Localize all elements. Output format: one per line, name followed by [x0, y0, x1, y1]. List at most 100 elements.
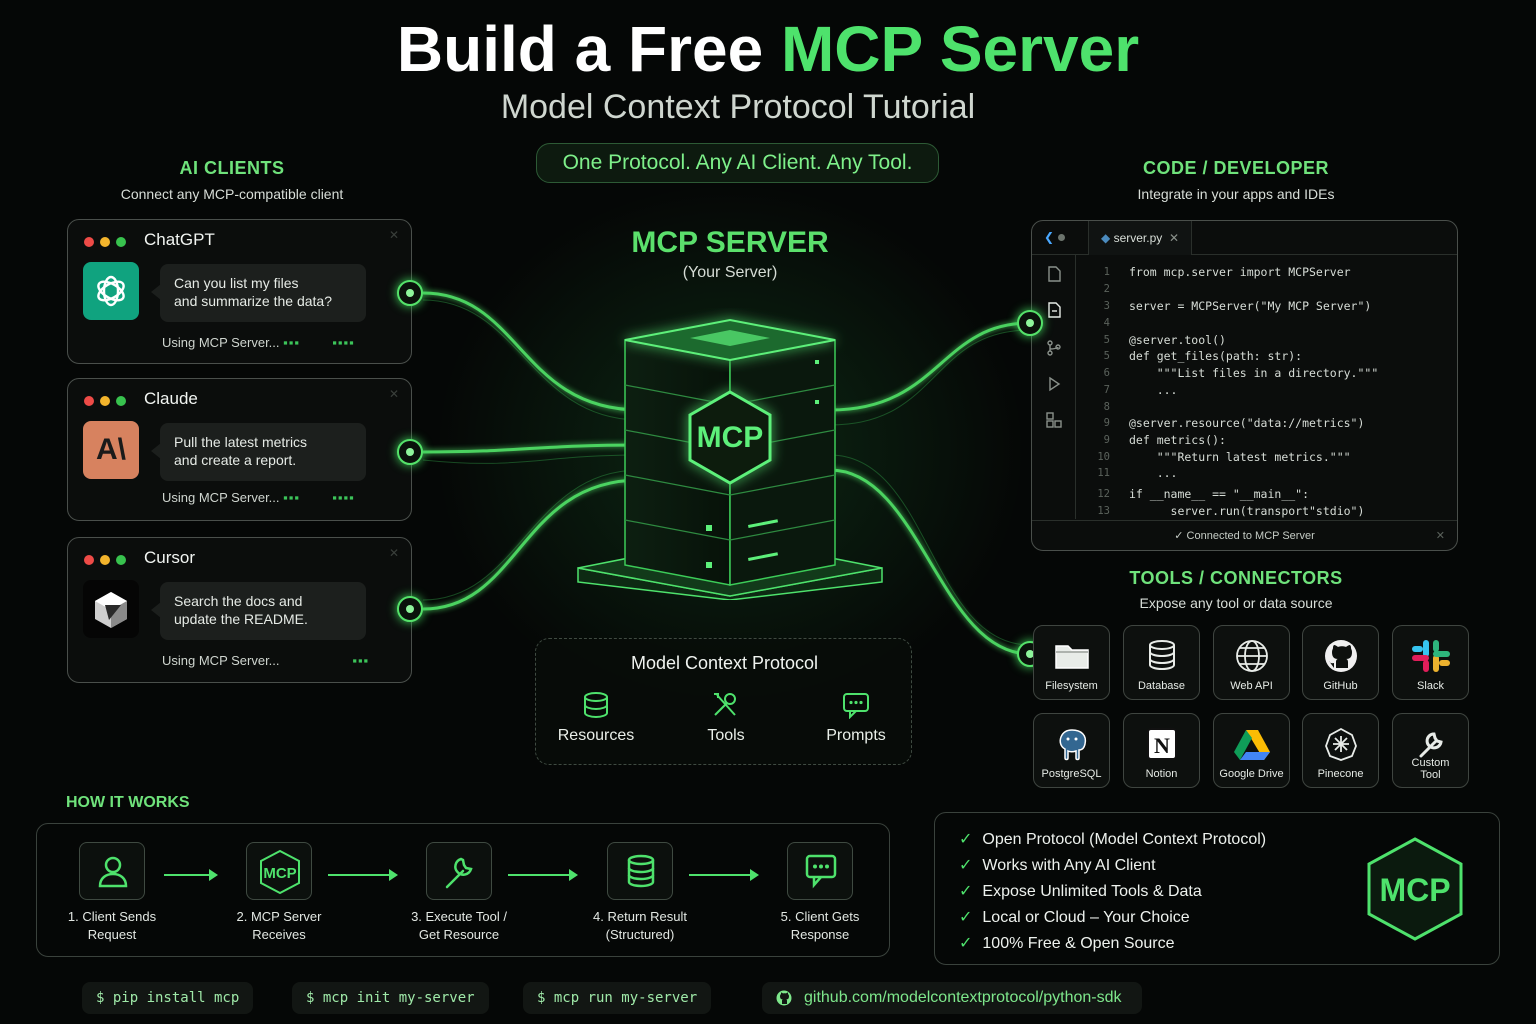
github-icon — [1325, 640, 1357, 672]
feature-text: 100% Free & Open Source — [982, 935, 1175, 952]
tool-web-api[interactable]: Web API — [1213, 625, 1290, 700]
command-mcp-run[interactable]: $ mcp run my-server — [523, 982, 712, 1014]
tool-google-drive[interactable]: Google Drive — [1213, 713, 1290, 788]
check-icon: ✓ — [959, 831, 973, 848]
server-illustration: MCP — [577, 318, 883, 600]
title-accent: MCP Server — [780, 13, 1140, 85]
line-chatgpt — [422, 291, 641, 412]
title-text: Build a Free — [396, 13, 781, 85]
line-claude — [422, 443, 641, 454]
command-mcp-init[interactable]: $ mcp init my-server — [292, 982, 489, 1014]
code-line: """List files in a directory.""" — [1129, 366, 1379, 380]
arrow-right — [164, 869, 218, 881]
feature-text: Works with Any AI Client — [982, 857, 1156, 874]
source-control-icon[interactable] — [1045, 339, 1063, 357]
back-icon[interactable]: ❮ — [1044, 230, 1055, 244]
check-icon: ✓ — [959, 935, 973, 952]
step-label: Request — [87, 927, 137, 942]
step-4: 4. Return Result (Structured) — [565, 842, 715, 944]
status-text: Using MCP Server... — [162, 490, 280, 505]
message-line: update the README. — [174, 611, 308, 627]
folder-icon — [1055, 645, 1089, 669]
tool-github[interactable]: GitHub — [1302, 625, 1379, 700]
repo-link-text: github.com/modelcontextprotocol/python-s… — [804, 989, 1122, 1006]
files-icon[interactable] — [1045, 301, 1063, 319]
clients-section-title: AI CLIENTS — [179, 158, 285, 178]
step-label: 5. Client Gets — [780, 909, 860, 924]
command-pip-install[interactable]: $ pip install mcp — [82, 982, 254, 1014]
close-icon[interactable]: ✕ — [388, 546, 399, 560]
feature-item: ✓Works with Any AI Client — [959, 855, 1156, 875]
tool-label: Filesystem — [1045, 680, 1098, 692]
line-number: 9 — [1103, 434, 1110, 446]
extensions-icon[interactable] — [1045, 411, 1063, 429]
tool-postgresql[interactable]: PostgreSQL — [1033, 713, 1110, 788]
close-icon[interactable]: ✕ — [388, 387, 399, 401]
client-status: Using MCP Server... ▪▪▪ — [162, 653, 370, 668]
message-line: and create a report. — [174, 452, 297, 468]
tool-database[interactable]: Database — [1123, 625, 1200, 700]
tool-slack[interactable]: Slack — [1392, 625, 1469, 700]
line-cursor — [422, 478, 641, 611]
feature-text: Expose Unlimited Tools & Data — [982, 883, 1202, 900]
line-number: 12 — [1097, 488, 1110, 500]
tool-label: Web API — [1230, 680, 1273, 692]
connector-port-claude — [397, 439, 423, 465]
line-number: 1 — [1103, 266, 1110, 278]
slack-icon — [1412, 640, 1450, 672]
close-panel-icon[interactable]: ✕ — [1435, 530, 1445, 542]
run-debug-icon[interactable] — [1045, 375, 1063, 393]
repo-link[interactable]: github.com/modelcontextprotocol/python-s… — [762, 982, 1142, 1014]
pinecone-icon — [1325, 727, 1357, 761]
connector-port-cursor — [397, 596, 423, 622]
close-icon[interactable]: ✕ — [388, 228, 399, 242]
tools-icon — [714, 693, 736, 716]
code-line: """Return latest metrics.""" — [1129, 450, 1351, 464]
message-line: Can you list my files — [174, 275, 299, 291]
line-number: 2 — [1103, 283, 1110, 295]
tab-server-py[interactable]: ◆ server.py ✕ — [1088, 221, 1192, 255]
arrow-right — [328, 869, 398, 881]
tagline-pill: One Protocol. Any AI Client. Any Tool. — [536, 143, 939, 183]
file-icon[interactable] — [1045, 265, 1063, 283]
tool-pinecone[interactable]: Pinecone — [1302, 713, 1379, 788]
user-icon — [79, 842, 145, 900]
tool-label: Slack — [1417, 680, 1444, 692]
tool-notion[interactable]: N Notion — [1123, 713, 1200, 788]
mcp-hex-icon: MCP — [246, 842, 312, 900]
tools-section-title: TOOLS / CONNECTORS — [1129, 568, 1343, 588]
protocol-item-label: Prompts — [826, 727, 886, 744]
tool-label-line: Custom — [1411, 757, 1450, 769]
tool-label: Database — [1137, 680, 1186, 692]
postgresql-icon — [1059, 729, 1087, 761]
tools-section-subtitle: Expose any tool or data source — [1139, 595, 1333, 611]
github-icon — [776, 990, 792, 1006]
connector-port-editor — [1017, 310, 1043, 336]
code-section-subtitle: Integrate in your apps and IDEs — [1137, 186, 1335, 202]
step-icon-text: MCP — [263, 865, 296, 882]
tool-label: PostgreSQL — [1041, 768, 1102, 780]
step-label: 4. Return Result — [593, 909, 687, 924]
tool-label: Notion — [1145, 768, 1178, 780]
chat-icon — [787, 842, 853, 900]
window-controls — [84, 393, 132, 411]
code-line: server = MCPServer("My MCP Server") — [1129, 299, 1372, 313]
protocol-title: Model Context Protocol — [630, 653, 819, 673]
message-line: Search the docs and — [174, 593, 303, 609]
anthropic-icon: A\ — [83, 421, 139, 479]
tool-filesystem[interactable]: Filesystem — [1033, 625, 1110, 700]
step-label: 1. Client Sends — [67, 909, 157, 924]
step-label: (Structured) — [605, 927, 675, 942]
editor-statusbar: ✓ Connected to MCP Server✕ — [1032, 520, 1457, 550]
tab-close-icon[interactable]: ✕ — [1168, 231, 1179, 245]
feature-text: Open Protocol (Model Context Protocol) — [982, 831, 1267, 848]
chat-message: Search the docs and update the README. — [151, 582, 366, 640]
